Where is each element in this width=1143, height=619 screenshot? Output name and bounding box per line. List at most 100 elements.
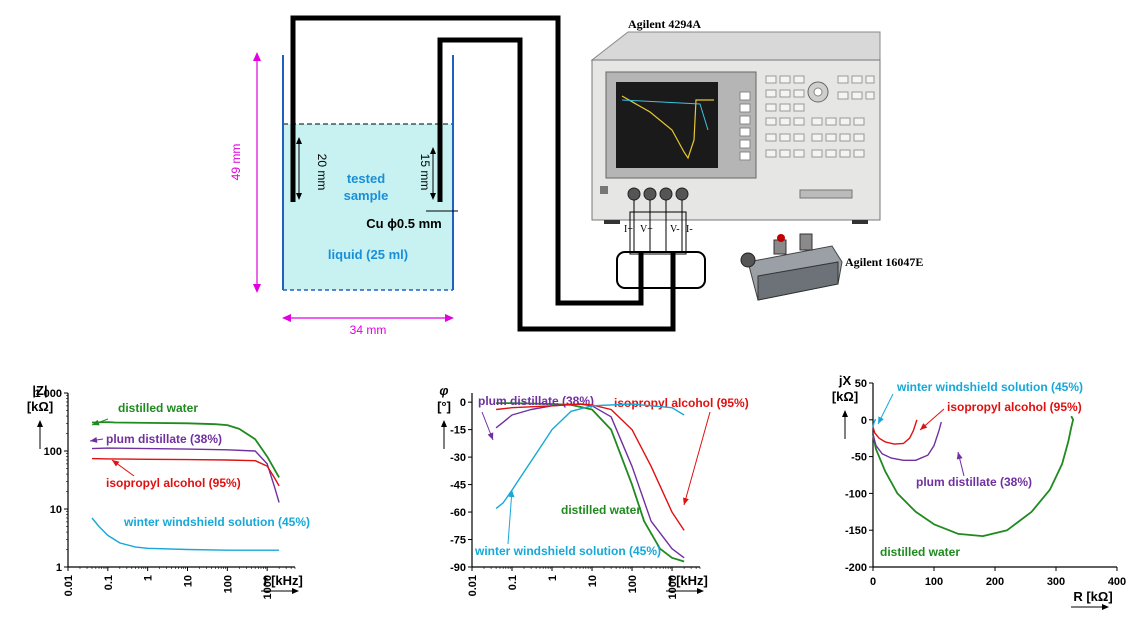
leader-arrow bbox=[90, 436, 98, 443]
y-tick-label: -150 bbox=[845, 525, 867, 537]
analyzer-softkeys bbox=[739, 91, 751, 161]
arrow-head bbox=[296, 137, 302, 144]
arrow-head bbox=[1102, 604, 1109, 610]
y-axis-label: |Z| bbox=[32, 383, 47, 398]
series-label-plum-distillate: plum distillate (38%) bbox=[106, 432, 222, 446]
arrow-head bbox=[445, 314, 454, 322]
arrow-head bbox=[697, 588, 704, 594]
x-tick-label: 0.1 bbox=[507, 575, 519, 590]
leader-arrow bbox=[956, 452, 963, 460]
wire-left-electrode bbox=[290, 15, 644, 306]
series-winter-windshield bbox=[872, 419, 877, 428]
x-tick-label: 0.01 bbox=[467, 575, 479, 596]
x-tick-label: 1000 bbox=[262, 575, 274, 599]
terminal-leads bbox=[633, 200, 683, 252]
analyzer-knob-center bbox=[813, 87, 823, 97]
leader-arrow bbox=[112, 460, 120, 467]
y-tick-label: -45 bbox=[450, 480, 466, 492]
analyzer-floppy bbox=[799, 189, 853, 199]
arrow-head bbox=[842, 410, 848, 417]
y-tick-label: 0 bbox=[861, 415, 867, 427]
arrow-head bbox=[253, 52, 261, 61]
dim-width-label: 34 mm bbox=[350, 323, 387, 337]
series-label-distilled-water: distilled water bbox=[561, 503, 641, 517]
series-label-isopropyl-alcohol: isopropyl alcohol (95%) bbox=[614, 396, 749, 410]
wire-right-electrode bbox=[437, 37, 676, 332]
arrow-head bbox=[430, 193, 436, 200]
x-tick-label: 1000 bbox=[667, 575, 679, 599]
y-tick-label: -60 bbox=[450, 507, 466, 519]
x-tick-label: 100 bbox=[925, 576, 943, 588]
series-label-distilled-water: distilled water bbox=[118, 401, 198, 415]
analyzer-power-button bbox=[600, 186, 608, 194]
x-tick-label: 0 bbox=[870, 576, 876, 588]
series-label-winter-windshield: winter windshield solution (45%) bbox=[123, 515, 310, 529]
x-tick-label: 10 bbox=[182, 575, 194, 587]
series-winter-windshield bbox=[91, 517, 280, 551]
series-label-winter-windshield: winter windshield solution (45%) bbox=[896, 380, 1083, 394]
y-tick-label: 50 bbox=[855, 378, 867, 390]
instrument-label: Agilent 4294A bbox=[628, 17, 701, 31]
lead-box bbox=[629, 211, 687, 255]
leader-line bbox=[507, 489, 513, 545]
y-tick-label: 1 bbox=[56, 562, 62, 574]
y-tick-label: 0 bbox=[460, 397, 466, 409]
leader-arrow bbox=[487, 432, 494, 440]
terminal-i-minus: I- bbox=[686, 224, 693, 235]
liquid-fill bbox=[283, 124, 453, 290]
analyzer-foot-right bbox=[852, 220, 868, 224]
screen-trace-cyan bbox=[621, 99, 709, 131]
y-axis-unit: [kΩ] bbox=[27, 399, 53, 414]
x-tick-label: 1 bbox=[547, 575, 559, 581]
dim-electrode-left-label: 20 mm bbox=[315, 154, 329, 191]
x-axis-label: R [kΩ] bbox=[1073, 589, 1112, 604]
series-label-isopropyl-alcohol: isopropyl alcohol (95%) bbox=[106, 476, 241, 490]
dim-height-label: 49 mm bbox=[229, 144, 243, 181]
arrow-head bbox=[292, 588, 299, 594]
series-winter-windshield bbox=[495, 403, 685, 509]
y-axis-unit: [°] bbox=[437, 399, 451, 414]
y-axis-unit: [kΩ] bbox=[832, 389, 858, 404]
x-tick-label: 100 bbox=[627, 575, 639, 593]
series-isopropyl-alcohol bbox=[872, 419, 918, 445]
liquid-label: liquid (25 ml) bbox=[328, 247, 408, 262]
x-tick-label: 0.01 bbox=[63, 575, 75, 596]
y-tick-label: -50 bbox=[851, 452, 867, 464]
y-tick-label: -15 bbox=[450, 425, 466, 437]
x-tick-label: 1 bbox=[143, 575, 155, 581]
leader-arrow bbox=[508, 490, 515, 498]
sample-label-line1: tested bbox=[347, 171, 385, 186]
x-tick-label: 100 bbox=[222, 575, 234, 593]
x-axis-label: f [kHz] bbox=[263, 573, 303, 588]
x-tick-label: 0.1 bbox=[103, 575, 115, 590]
series-plum-distillate bbox=[91, 447, 280, 503]
leader-arrow bbox=[682, 497, 689, 505]
arrow-head bbox=[253, 284, 261, 293]
y-tick-label: 100 bbox=[44, 446, 62, 458]
test-fixture-box bbox=[616, 251, 706, 289]
y-tick-label: 1 000 bbox=[34, 388, 62, 400]
terminal-v-plus: V+ bbox=[640, 224, 653, 235]
y-tick-label: -200 bbox=[845, 562, 867, 574]
x-tick-label: 400 bbox=[1108, 576, 1126, 588]
x-tick-label: 300 bbox=[1047, 576, 1065, 588]
arrow-head bbox=[441, 420, 447, 427]
sample-label-line2: sample bbox=[344, 188, 389, 203]
impedance-analyzer bbox=[590, 31, 881, 224]
series-isopropyl-alcohol bbox=[496, 403, 685, 531]
dim-electrode-right-label: 15 mm bbox=[418, 154, 432, 191]
terminal-i-plus: I+ bbox=[624, 224, 633, 235]
arrow-head bbox=[282, 314, 291, 322]
analyzer-screen bbox=[616, 82, 718, 168]
wire-label: Cu ϕ0.5 mm bbox=[366, 216, 442, 231]
y-tick-label: -30 bbox=[450, 452, 466, 464]
analyzer-foot-left bbox=[604, 220, 620, 224]
series-label-winter-windshield: winter windshield solution (45%) bbox=[474, 544, 661, 558]
series-label-plum-distillate: plum distillate (38%) bbox=[916, 475, 1032, 489]
x-tick-label: 200 bbox=[986, 576, 1004, 588]
measurement-setup: 20 mm 15 mm tested sample Cu ϕ0.5 mm liq… bbox=[229, 15, 923, 337]
y-axis-label: jX bbox=[838, 373, 852, 388]
